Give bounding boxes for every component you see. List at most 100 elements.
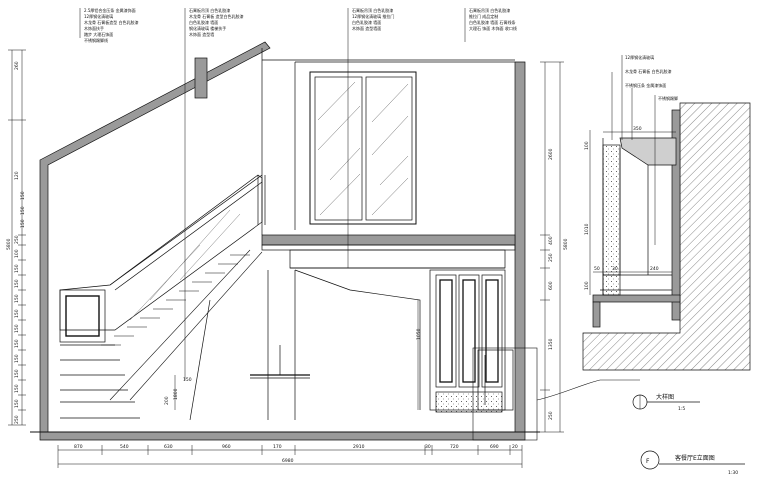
bottom-dim-labels: 870 540 630 960 170 2910 30 720 690 20 6… [74, 444, 518, 464]
callout-4-2: 白色乳胶漆 墙面 石膏线条 [469, 19, 516, 25]
left-dim-3: 250 [14, 235, 20, 244]
callout-3-1: 12厚钢化清玻璃 推拉门 [352, 13, 394, 19]
detail-title-block: 大样图 1:5 [632, 393, 700, 412]
detail-top-note: 不锈钢踢脚 [658, 95, 678, 101]
mid-dim-1: 150 [183, 377, 192, 383]
bottom-dim-3: 960 [222, 444, 231, 450]
left-dim-12: 150 [14, 369, 20, 378]
left-dim-11: 150 [14, 354, 20, 363]
main-title: 客餐厅E立面图 [675, 454, 715, 462]
left-dim-labels: 260 5800 120 250 100 150 150 150 150 150… [6, 61, 26, 424]
mid-dim-3: 1050 [416, 328, 422, 340]
left-dim-2: 120 [14, 171, 20, 180]
right-dim-2: 250 [548, 253, 554, 262]
left-dim-18: 250 [14, 415, 20, 424]
left-dim-1: 5800 [6, 238, 12, 250]
callout-2-3: 钢化清玻璃 楼梯扶手 [189, 25, 226, 31]
detail-leaders [611, 55, 656, 245]
callouts-group-1: 2.5厚铝合金压条 金属漆饰面 12厚钢化清玻璃 木龙骨 石膏板造型 白色乳胶漆… [84, 7, 139, 43]
right-dim-3: 600 [548, 281, 554, 290]
detail-callouts: 12厚钢化清玻璃 木龙骨 石膏板 白色乳胶漆 不锈钢压条 金属漆饰面 不锈钢踢脚 [625, 54, 678, 101]
bottom-dim-9: 20 [512, 444, 518, 450]
detail-dim-lines [589, 130, 676, 295]
callout-3-3: 木饰面 造型墙面 [352, 25, 381, 31]
right-dimension-chain [540, 61, 564, 433]
callout-4-3: 大理石 饰面 木饰面 收口线 [469, 25, 517, 31]
detail-dim-4: 30 [612, 266, 618, 272]
stair-treads [101, 249, 263, 401]
detail-callout-1: 木龙骨 石膏板 白色乳胶漆 [625, 68, 672, 74]
detail-dim-1: 100 [584, 141, 590, 150]
floor-slab [261, 234, 516, 246]
callout-1-1: 12厚钢化清玻璃 [84, 13, 113, 19]
bottom-dim-total: 6980 [282, 458, 294, 464]
bottom-dimension-chain [57, 445, 523, 468]
mid-dim-labels: 1800 150 200 1050 [164, 328, 422, 405]
callout-2-1: 木龙骨 石膏板 造型白色乳胶漆 [189, 13, 244, 19]
right-dim-total: 5800 [563, 238, 569, 250]
left-dim-4: 100 [14, 249, 20, 258]
detail-scale: 1:5 [678, 406, 685, 412]
left-dim-5: 150 [14, 264, 20, 273]
left-dim-14: 150 [14, 399, 20, 408]
elevation-marker-circle [640, 450, 660, 470]
detail-title: 大样图 [656, 393, 674, 401]
elevation-marker-letter: F [646, 458, 650, 465]
left-dim-10: 150 [14, 339, 20, 348]
detail-callout-box [472, 347, 538, 441]
right-dim-4: 1350 [548, 338, 554, 350]
left-dim-15: 150 [20, 191, 26, 200]
detail-dim-3: 50 [594, 266, 600, 272]
callouts-group-4: 石膏板吊顶 白色乳胶漆 推拉门 成品定制 白色乳胶漆 墙面 石膏线条 大理石 饰… [469, 7, 517, 31]
callout-3-0: 石膏板吊顶 白色乳胶漆 [352, 7, 393, 13]
callouts-group-2: 石膏板吊顶 白色乳胶漆 木龙骨 石膏板 造型白色乳胶漆 白色乳胶漆 墙面 钢化清… [189, 7, 244, 37]
right-dim-0: 2600 [548, 148, 554, 160]
lower-cabinet [429, 269, 506, 411]
bottom-dim-7: 720 [450, 444, 459, 450]
bottom-dim-1: 540 [120, 444, 129, 450]
callout-1-2: 木龙骨 石膏板造型 白色乳胶漆 [84, 19, 139, 25]
callout-1-5: 不锈钢踢脚线 [84, 37, 108, 43]
detail-wall-hatch [582, 102, 751, 371]
right-dim-labels: 2600 400 250 600 1350 250 5800 [548, 148, 569, 420]
left-dim-9: 150 [14, 324, 20, 333]
left-dim-17: 150 [20, 219, 26, 228]
bottom-dim-6: 30 [425, 444, 431, 450]
callout-leaders [79, 8, 466, 380]
left-dim-8: 150 [14, 309, 20, 318]
detail-callout-0: 12厚钢化清玻璃 [625, 54, 654, 60]
right-dim-5: 250 [548, 411, 554, 420]
callout-2-4: 木饰面 造型墙 [189, 31, 214, 37]
callout-4-1: 推拉门 成品定制 [469, 13, 498, 19]
left-dim-13: 150 [14, 384, 20, 393]
wainscot-panel [59, 289, 106, 343]
left-dim-6: 150 [14, 279, 20, 288]
mid-dim-0: 1800 [173, 388, 179, 400]
bottom-dim-8: 690 [490, 444, 499, 450]
callout-2-2: 白色乳胶漆 墙面 [189, 19, 218, 25]
main-title-block: F 客餐厅E立面图 1:30 [640, 450, 745, 476]
callout-2-0: 石膏板吊顶 白色乳胶漆 [189, 7, 230, 13]
callout-4-0: 石膏板吊顶 白色乳胶漆 [469, 7, 510, 13]
roof-beam [194, 57, 208, 99]
bottom-dim-4: 170 [273, 444, 282, 450]
left-dim-16: 150 [20, 206, 26, 215]
detail-dim-6: 100 [584, 281, 590, 290]
detail-drawing [582, 102, 751, 371]
bottom-dim-0: 870 [74, 444, 83, 450]
detail-dim-labels: 350 100 1010 50 30 240 100 [584, 126, 659, 290]
upper-window [309, 71, 417, 225]
left-dim-0: 260 [14, 61, 20, 70]
left-dimension-chain [8, 49, 26, 426]
callout-1-0: 2.5厚铝合金压条 金属漆饰面 [84, 7, 136, 13]
mid-dim-2: 200 [164, 396, 170, 405]
detail-dim-2: 1010 [584, 223, 590, 235]
detail-callout-2: 不锈钢压条 金属漆饰面 [625, 82, 666, 88]
callout-1-3: 木饰面扶手 [84, 25, 104, 31]
right-dim-1: 400 [548, 236, 554, 245]
main-elevation [30, 41, 640, 441]
bottom-dim-2: 630 [164, 444, 173, 450]
main-scale: 1:30 [728, 470, 738, 476]
callouts-group-3: 石膏板吊顶 白色乳胶漆 12厚钢化清玻璃 推拉门 白色乳胶漆 墙面 木饰面 造型… [352, 7, 394, 31]
